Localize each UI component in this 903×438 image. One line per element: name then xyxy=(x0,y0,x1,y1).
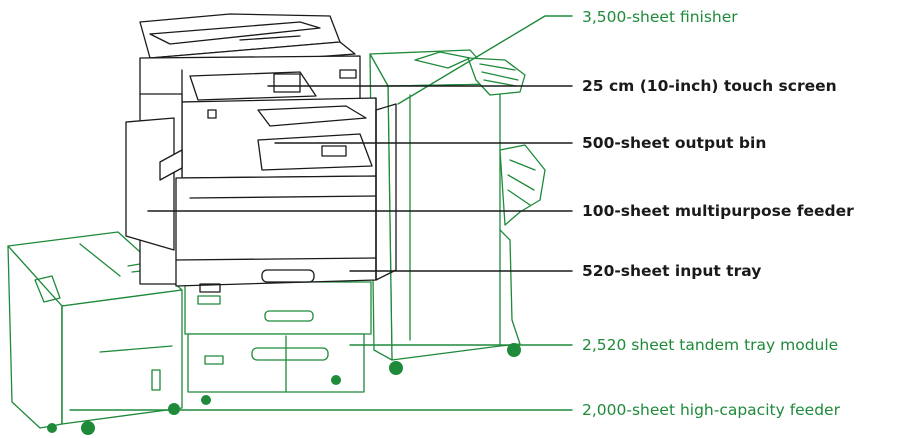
label-high-capacity-feeder: 2,000-sheet high-capacity feeder xyxy=(582,401,840,419)
leader-lines xyxy=(69,15,573,411)
tandem-tray-illustration xyxy=(184,281,521,393)
label-output-bin: 500-sheet output bin xyxy=(582,134,767,152)
leader-finisher xyxy=(397,15,573,105)
printer-body-illustration xyxy=(125,13,397,293)
label-multipurpose-feeder: 100-sheet multipurpose feeder xyxy=(582,202,854,220)
high-capacity-feeder-illustration xyxy=(7,231,211,435)
label-touch-screen: 25 cm (10-inch) touch screen xyxy=(582,77,837,95)
label-finisher: 3,500-sheet finisher xyxy=(582,8,738,26)
label-tandem-tray: 2,520 sheet tandem tray module xyxy=(582,336,839,354)
label-input-tray: 520-sheet input tray xyxy=(582,262,762,280)
